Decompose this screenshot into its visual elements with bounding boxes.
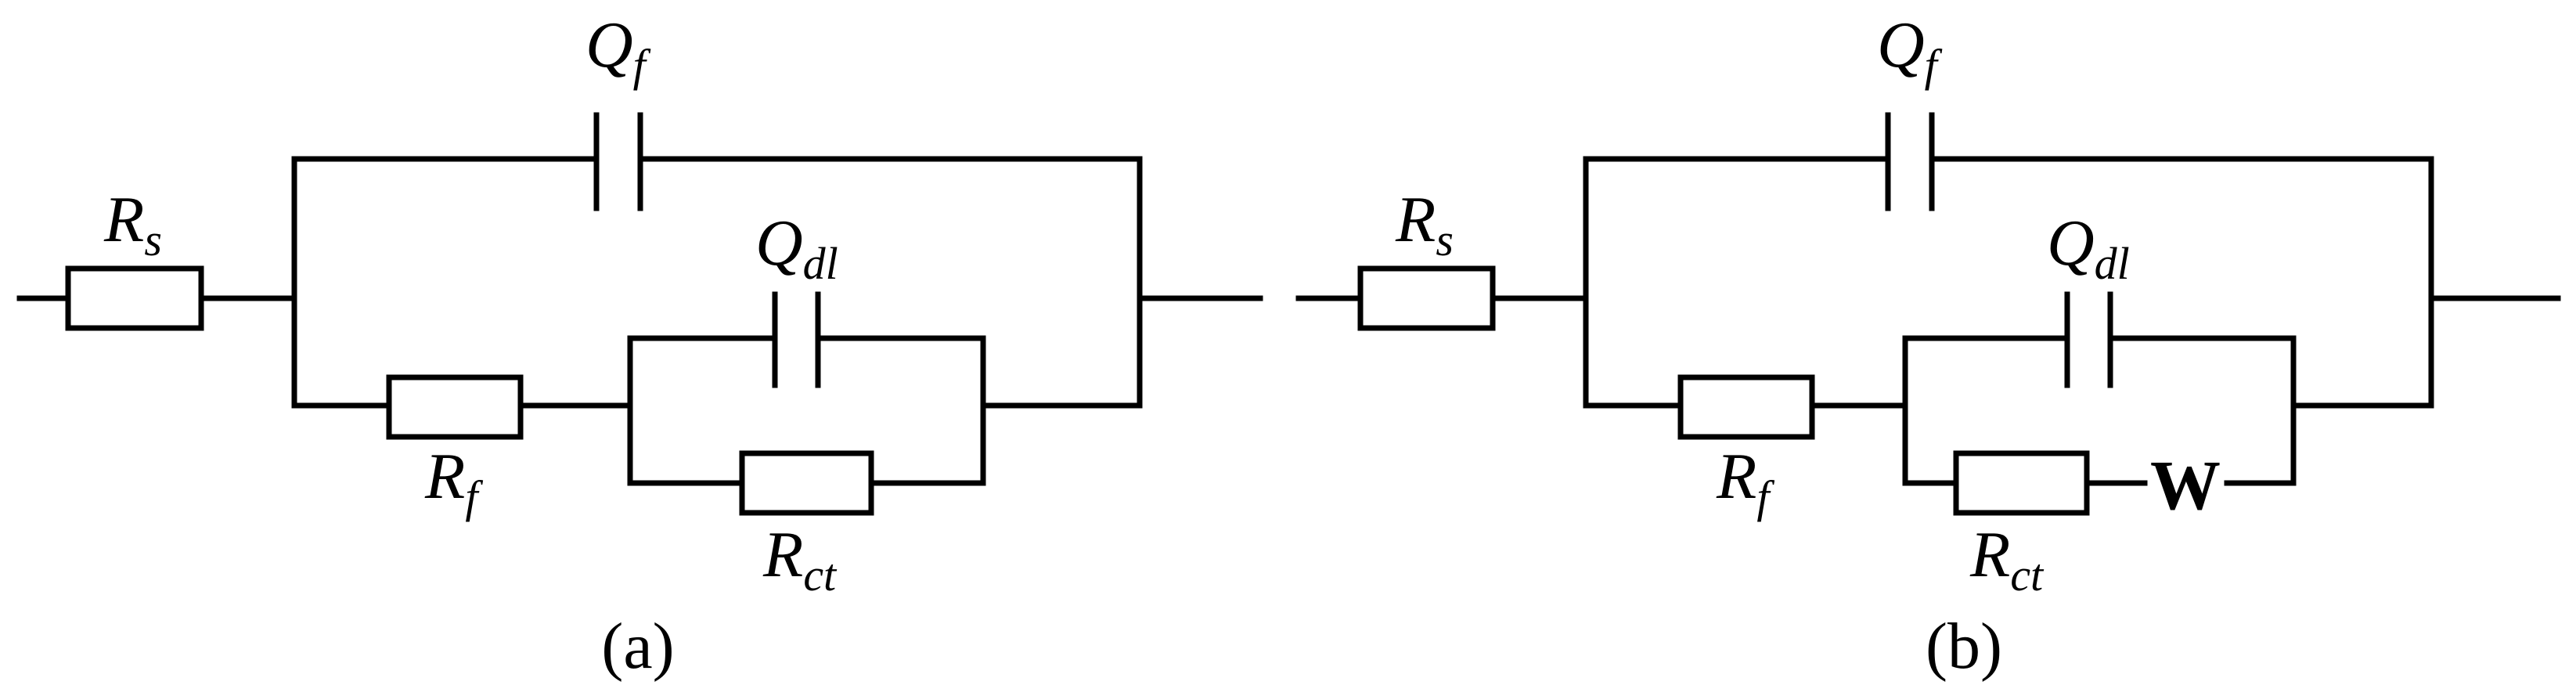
capacitor-qf-b <box>1885 112 1935 211</box>
resistor-rct-a <box>739 450 874 516</box>
label-rf-b: Rf <box>1716 440 1774 522</box>
caption-a: (a) <box>601 610 674 683</box>
warburg-element-b: W <box>2150 447 2221 525</box>
label-rs-b: Rs <box>1395 183 1454 265</box>
wire-top-branch-a <box>291 156 1143 409</box>
label-rct-a: Rct <box>762 518 838 600</box>
resistor-rf-a <box>386 374 524 440</box>
label-qf-a: Qf <box>585 9 651 91</box>
capacitor-qf-a <box>593 112 643 211</box>
resistor-rs-b <box>1357 265 1496 331</box>
circuit-b: W Rs Qf Qdl Rf Rct (b) <box>1295 9 2561 683</box>
resistor-rf-b <box>1677 374 1815 440</box>
label-qf-b: Qf <box>1877 9 1943 91</box>
label-rs-a: Rs <box>103 183 162 265</box>
wire-top-branch-b <box>1583 156 2434 409</box>
resistor-rs-a <box>65 265 204 331</box>
label-qdl-b: Qdl <box>2047 207 2130 289</box>
caption-b: (b) <box>1926 610 2002 683</box>
capacitor-qdl-a <box>772 291 821 388</box>
label-rf-a: Rf <box>424 440 483 522</box>
resistor-rct-b <box>1953 450 2090 516</box>
circuit-a: Rs Qf Qdl Rf Rct (a) <box>16 9 1263 683</box>
capacitor-qdl-b <box>2064 291 2113 388</box>
label-qdl-a: Qdl <box>755 207 838 289</box>
label-rct-b: Rct <box>1969 518 2045 600</box>
